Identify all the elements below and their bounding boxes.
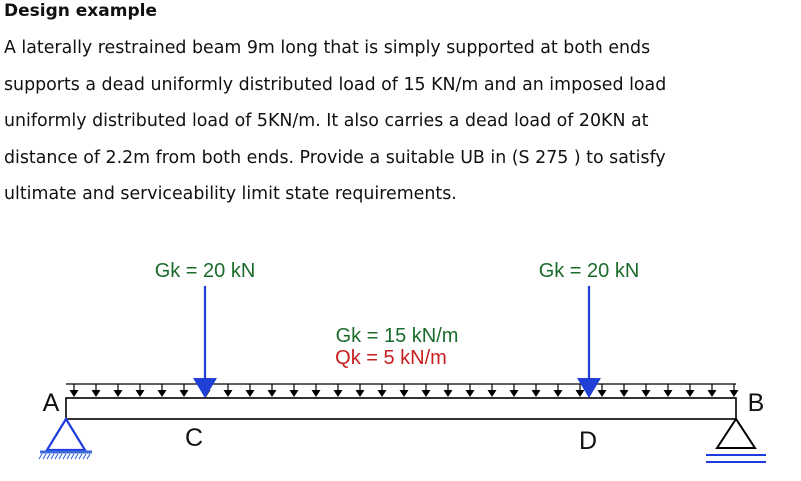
udl-arrow: [91, 384, 101, 397]
udl-arrow: [223, 384, 233, 397]
udl-arrow: [707, 384, 717, 397]
udl-arrow: [531, 384, 541, 397]
udl-arrow: [135, 384, 145, 397]
udl-arrow: [267, 384, 277, 397]
point-load-arrowhead: [193, 378, 217, 398]
problem-line: A laterally restrained beam 9m long that…: [4, 38, 651, 58]
udl-arrow: [157, 384, 167, 397]
udl-arrow: [421, 384, 431, 397]
roller-support-triangle: [715, 417, 757, 449]
support-a-label: A: [43, 389, 60, 417]
support-b-label: B: [748, 389, 765, 417]
hatch-mark: [38, 453, 43, 460]
udl-arrow: [311, 384, 321, 397]
udl-arrow: [465, 384, 475, 397]
udl-arrow: [355, 384, 365, 397]
udl-arrow: [729, 384, 739, 397]
page-title: Design example: [4, 1, 157, 21]
hatch-mark: [86, 453, 91, 460]
udl-arrow: [597, 384, 607, 397]
hatch-mark: [66, 453, 71, 460]
hatch-mark: [78, 453, 83, 460]
problem-line: supports a dead uniformly distributed lo…: [4, 74, 667, 95]
hatch-mark: [74, 453, 79, 460]
problem-statement: A laterally restrained beam 9m long that…: [4, 30, 794, 213]
problem-line: ultimate and serviceability limit state …: [4, 184, 457, 204]
hatch-mark: [62, 453, 67, 460]
problem-line: uniformly distributed load of 5KN/m. It …: [4, 111, 649, 131]
udl-arrow: [443, 384, 453, 397]
udl-arrow: [399, 384, 409, 397]
point-load-d: [577, 286, 601, 398]
udl-arrow: [289, 384, 299, 397]
hatch-mark: [42, 453, 47, 460]
udl-arrow: [377, 384, 387, 397]
point-load-c: [193, 286, 217, 398]
udl-dead-label: Gk = 15 kN/m: [336, 325, 459, 347]
udl-arrow: [333, 384, 343, 397]
udl-arrow: [245, 384, 255, 397]
udl-arrow: [113, 384, 123, 397]
ground-hatch: [38, 453, 91, 460]
udl-arrow: [685, 384, 695, 397]
pin-support-triangle: [45, 416, 87, 452]
hatch-mark: [58, 453, 63, 460]
hatch-mark: [54, 453, 59, 460]
udl-arrow: [69, 384, 79, 397]
pin-support-a: [38, 416, 92, 460]
point-load-arrowhead: [577, 378, 601, 398]
udl-arrow: [663, 384, 673, 397]
hatch-mark: [50, 453, 55, 460]
point-load-d-label: Gk = 20 kN: [539, 260, 640, 282]
udl-arrow: [487, 384, 497, 397]
point-d-label: D: [579, 427, 597, 455]
beam: [65, 397, 737, 420]
point-c-label: C: [185, 424, 203, 452]
udl-arrow: [509, 384, 519, 397]
udl-arrow: [553, 384, 563, 397]
point-load-c-label: Gk = 20 kN: [155, 260, 256, 282]
roller-support-b: [706, 417, 766, 463]
hatch-mark: [82, 453, 87, 460]
udl-imposed-label: Qk = 5 kN/m: [335, 347, 447, 369]
hatch-mark: [46, 453, 51, 460]
udl-arrow: [619, 384, 629, 397]
hatch-mark: [70, 453, 75, 460]
udl-arrow: [575, 384, 585, 397]
udl-arrows: [69, 384, 739, 397]
problem-line: distance of 2.2m from both ends. Provide…: [4, 147, 666, 168]
udl-arrow: [641, 384, 651, 397]
udl-arrow: [179, 384, 189, 397]
